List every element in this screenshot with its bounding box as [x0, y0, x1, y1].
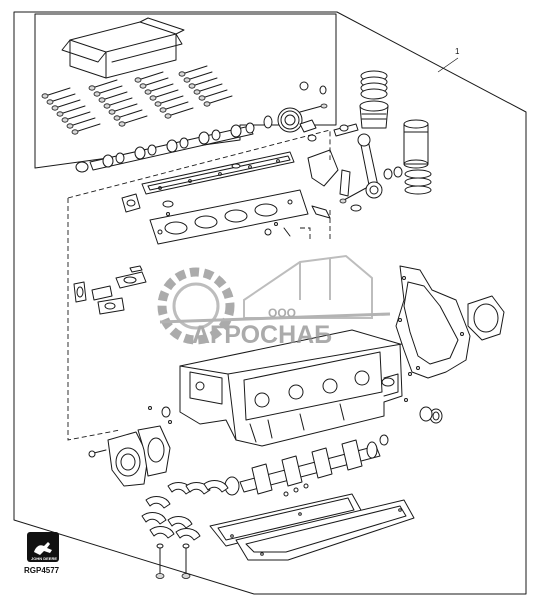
main-bearings [141, 480, 229, 541]
piston-assembly [333, 70, 389, 137]
engine-block [179, 329, 403, 447]
cam-gear [263, 81, 328, 133]
cardboard-box [61, 17, 185, 79]
logo-text: JOHN DEERE [31, 556, 57, 561]
kit-outline [13, 11, 527, 595]
oil-seals-right [161, 406, 443, 446]
small-gaskets-left [121, 163, 331, 237]
misc-hardware [148, 212, 412, 424]
rocker-cover-gasket [141, 151, 295, 195]
connecting-rod [339, 133, 403, 204]
reference-code: RGP4577 [24, 566, 60, 575]
crankshaft [224, 439, 381, 497]
main-bearing-bolts [155, 543, 191, 579]
callout-number: 1 [455, 47, 460, 56]
watermark-name: АГРОСНАБ [192, 321, 332, 349]
cylinder-liner [403, 119, 432, 195]
watermark-prefix: ООО [268, 306, 296, 320]
cylinder-head-gasket [149, 189, 309, 245]
oil-pan-gasket [209, 493, 415, 561]
camshaft [75, 122, 255, 173]
gasket-set-boundary [67, 129, 331, 441]
bolt-box-inset [34, 13, 337, 169]
rocker-parts [307, 149, 362, 212]
manifold-gaskets [73, 265, 147, 315]
thermostat-gasket [299, 119, 317, 142]
timing-cover-gasket [395, 265, 471, 379]
water-pump-gasket [467, 295, 505, 341]
front-seal-housing [88, 425, 171, 487]
john-deere-logo: JOHN DEERE [27, 532, 59, 562]
head-bolts [41, 65, 233, 135]
watermark: ООО АГРОСНАБ [157, 254, 391, 349]
callout-1: 1 [437, 47, 460, 73]
